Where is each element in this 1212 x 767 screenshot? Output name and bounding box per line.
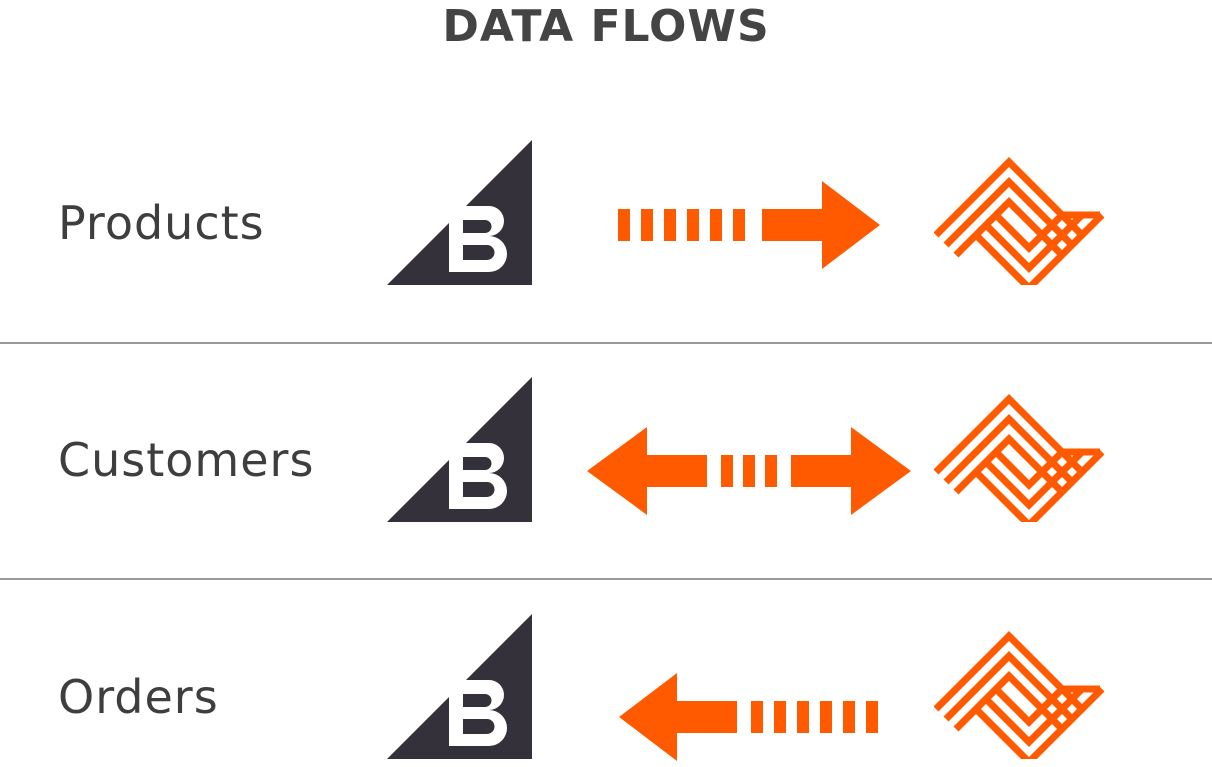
integration-logo-icon: [934, 631, 1104, 759]
integration-logo-icon: [934, 157, 1104, 285]
flow-arrow-bidirectional: [587, 427, 911, 515]
bigcommerce-logo-icon: [387, 614, 532, 759]
row-label-customers: Customers: [58, 433, 315, 487]
page-title: DATA FLOWS: [442, 1, 770, 52]
bigcommerce-logo-icon: [387, 377, 532, 522]
bigcommerce-logo-icon: [387, 140, 532, 285]
row-divider: [0, 578, 1212, 580]
row-label-products: Products: [58, 196, 265, 250]
integration-logo-icon: [934, 394, 1104, 522]
row-divider: [0, 342, 1212, 344]
row-label-orders: Orders: [58, 670, 219, 724]
flow-arrow-left: [619, 673, 878, 761]
flow-arrow-right: [618, 181, 880, 269]
